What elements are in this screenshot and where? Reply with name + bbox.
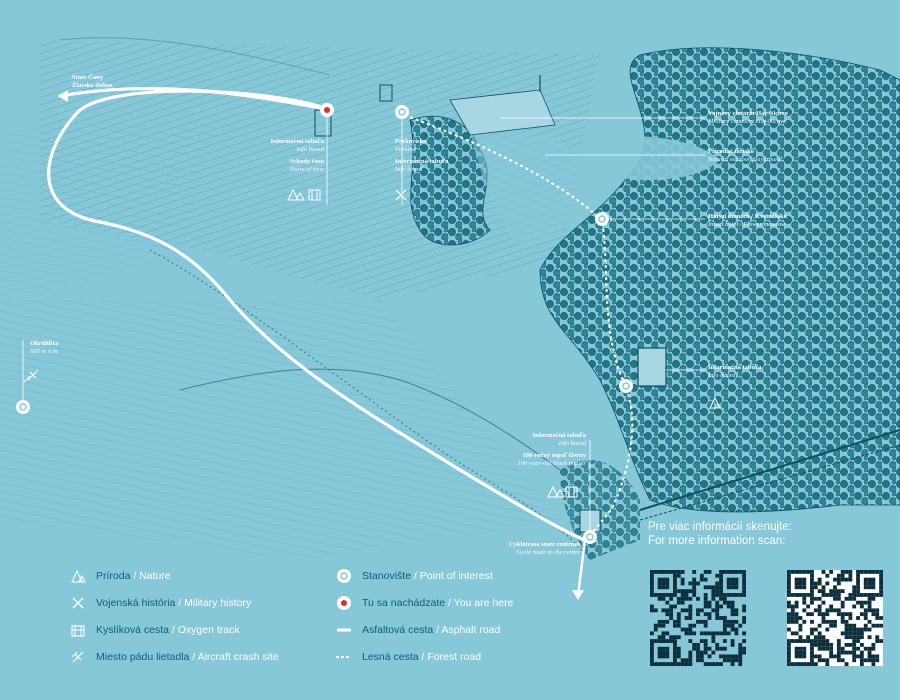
map-oxygen-icon [308, 189, 578, 498]
point-icon [336, 568, 352, 584]
asphalt-road-icon [336, 622, 352, 638]
legend-item-nature: Príroda / Nature [70, 568, 171, 584]
map-legend: Príroda / Nature Vojenská história / Mil… [70, 568, 630, 678]
cycle-route [576, 539, 587, 596]
road-arrow-left [58, 90, 68, 102]
forest-road [398, 111, 634, 542]
legend-item-plane: Miesto pádu lietadla / Aircraft crash si… [70, 649, 279, 665]
plane-icon [70, 649, 86, 665]
qr-code-sk[interactable] [650, 570, 746, 666]
poi-okruhlica [16, 400, 30, 414]
poi-insect [595, 212, 609, 226]
scan-prompt: Pre viac informácií skenujte: For more i… [648, 521, 792, 547]
oxygen-icon [70, 622, 86, 638]
poi-poplar [583, 530, 597, 544]
poi-parking [395, 105, 409, 119]
legend-item-asphalt: Asfaltová cesta / Asphalt road [336, 622, 500, 638]
map-nature-icon [287, 188, 721, 498]
poi-info-forest [619, 379, 633, 393]
you-are-here-icon [336, 595, 352, 611]
legend-item-military: Vojenská história / Military history [70, 595, 251, 611]
you-are-here-marker [320, 103, 334, 117]
asphalt-road [47, 86, 587, 542]
legend-item-forest-road: Lesná cesta / Forest road [336, 649, 481, 665]
military-icon [70, 595, 86, 611]
legend-item-you-are-here: Tu sa nachádzate / You are here [336, 595, 513, 611]
legend-item-point: Stanovište / Point of interest [336, 568, 493, 584]
qr-code-en[interactable] [787, 570, 883, 666]
map-military-icon [395, 189, 407, 201]
forest-road-icon [336, 649, 352, 665]
map-plane-icon [23, 369, 39, 383]
nature-icon [70, 568, 86, 584]
legend-item-oxygen: Kyslíková cesta / Oxygen track [70, 622, 240, 638]
